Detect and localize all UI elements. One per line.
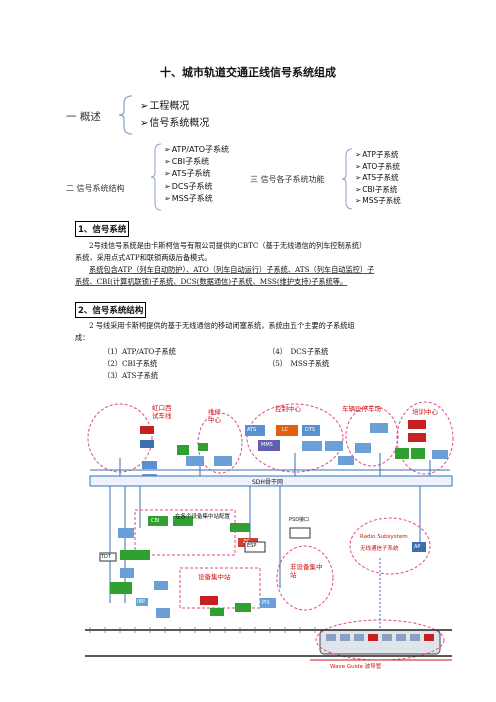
section1-line-4: 系统、CBI(计算机联锁)子系统、DCS(数据通信)子系统、MSS(维护支持)子… xyxy=(75,277,348,286)
subsystem-list: （1）ATP/ATO子系统 （4） DCS子系统 （2）CBI子系统 （5） M… xyxy=(103,346,329,382)
subsystem-row: （2）CBI子系统 （5） MSS子系统 xyxy=(103,358,329,370)
functions-item-5: MSS子系统 xyxy=(355,195,401,207)
station-config-label: 在各个设备集中站配置 xyxy=(175,514,231,520)
functions-brace xyxy=(341,148,353,210)
overview-brace xyxy=(118,95,133,135)
page-title: 十、城市轨道交通正线信号系统组成 xyxy=(160,66,336,79)
ibp-label: IBP xyxy=(137,599,145,605)
functions-item-3: ATS子系统 xyxy=(355,172,401,184)
section1-line-1: 2号线信号系统是由卡斯柯信号有限公司提供的CBTC（基于无线通信的列车控制系统） xyxy=(89,241,367,250)
dts-label: DTS xyxy=(305,427,316,433)
radio-en-label: Radio Subsystem xyxy=(360,534,408,540)
esp-label: ESP xyxy=(247,543,257,549)
functions-item-4: CBI子系统 xyxy=(355,184,401,196)
section1-body: 2号线信号系统是由卡斯柯信号有限公司提供的CBTC（基于无线通信的列车控制系统）… xyxy=(75,240,430,288)
overview-label: 一 概述 xyxy=(66,111,101,123)
waveguide-label: Wave Guide 波导管 xyxy=(330,664,382,670)
subsystem-row: （3）ATS子系统 xyxy=(103,370,329,382)
structure-list: ATP/ATO子系统 CBI子系统 ATS子系统 DCS子系统 MSS子系统 xyxy=(164,144,229,205)
subsystem-item: （4） DCS子系统 xyxy=(268,347,329,356)
subsystem-row: （1）ATP/ATO子系统 （4） DCS子系统 xyxy=(103,346,329,358)
control-zone xyxy=(246,403,344,473)
section2-body: 2 号线采用卡斯柯提供的基于无线通信的移动闭塞系统，系统由五个主要的子系统组 成… xyxy=(75,320,430,344)
section2-heading: 2、信号系统结构 xyxy=(75,302,147,318)
section2-line-1: 2 号线采用卡斯柯提供的基于无线通信的移动闭塞系统，系统由五个主要的子系统组 xyxy=(89,321,355,330)
depot-label: 车辆段停车场 xyxy=(342,405,381,413)
functions-list: ATP子系统 ATO子系统 ATS子系统 CBI子系统 MSS子系统 xyxy=(355,149,401,207)
structure-item-2: CBI子系统 xyxy=(164,156,229,168)
subsystem-item: （3）ATS子系统 xyxy=(103,371,159,380)
functions-item-1: ATP子系统 xyxy=(355,149,401,161)
backbone-label: SDH骨干网 xyxy=(252,479,283,486)
non-equip-station-label: 非设备集中 站 xyxy=(290,563,323,579)
control-center-label: 控制中心 xyxy=(275,405,301,413)
section1-line-3: 系统包含ATP（列车自动防护）、ATO（列车自动运行）子系统、ATS（列车自动监… xyxy=(89,265,375,274)
zc-label: ZC xyxy=(243,539,250,545)
subsystem-item: （2）CBI子系统 xyxy=(103,359,158,368)
section1-heading: 1、信号系统 xyxy=(75,221,130,237)
training-center-label: 培训中心 xyxy=(412,408,438,416)
equip-station-label: 设备集中站 xyxy=(198,573,231,581)
psd-label: PSD接口 xyxy=(289,517,310,523)
ap-label: AP xyxy=(414,544,421,550)
mms-label: MMS xyxy=(261,442,273,448)
structure-brace xyxy=(150,143,162,211)
subsystem-item: （5） MSS子系统 xyxy=(268,359,330,368)
section1-line-2: 系统，采用点式ATP和联锁两级后备模式。 xyxy=(75,253,212,262)
diagram-graphics xyxy=(85,401,454,661)
test-line-label: 虹口西 试车线 xyxy=(152,404,172,420)
pis-label: PIS xyxy=(262,600,270,606)
subsystem-item: （1）ATP/ATO子系统 xyxy=(103,347,176,356)
depot-zone xyxy=(345,405,399,467)
structure-item-5: MSS子系统 xyxy=(164,193,229,205)
architecture-diagram: 虹口西 试车线 维修 中心 控制中心 车辆段停车场 培训中心 SDH骨干网 在各… xyxy=(80,398,455,688)
structure-item-1: ATP/ATO子系统 xyxy=(164,144,229,156)
overview-item-2: 信号系统概况 xyxy=(140,114,209,129)
functions-label: 三 信号各子系统功能 xyxy=(250,175,325,184)
maint-center-label: 维修 中心 xyxy=(208,408,221,424)
overview-item-1: 工程概况 xyxy=(140,97,189,112)
tdt-label: TDT xyxy=(101,554,111,560)
structure-item-4: DCS子系统 xyxy=(164,181,229,193)
cbi-label: CBI xyxy=(151,518,160,524)
structure-item-3: ATS子系统 xyxy=(164,168,229,180)
section2-line-2: 成： xyxy=(75,333,90,342)
lc-label: LC xyxy=(282,427,289,433)
structure-label: 二 信号系统结构 xyxy=(66,184,125,193)
radio-cn-label: 无线通信子系统 xyxy=(360,546,399,552)
backbone-bar xyxy=(89,475,453,487)
functions-item-2: ATO子系统 xyxy=(355,161,401,173)
training-zone xyxy=(396,401,454,475)
ats-box-label: ATS xyxy=(247,427,257,433)
